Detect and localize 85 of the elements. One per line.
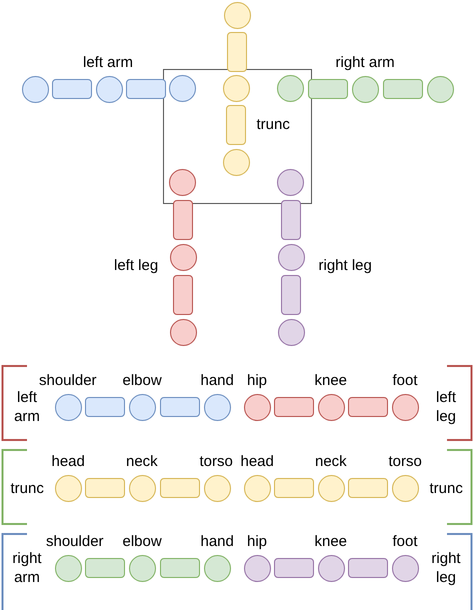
part-label: left leg	[434, 388, 458, 426]
joint-circle	[168, 74, 196, 102]
joint-circle	[278, 244, 304, 271]
joint-circle	[222, 148, 250, 176]
segment-bar	[173, 200, 193, 240]
joint-circle	[244, 394, 270, 420]
joint-circle	[96, 76, 122, 102]
part-label: torso	[200, 452, 233, 470]
part-label: knee	[314, 370, 348, 390]
joint-circle	[318, 474, 344, 502]
joint-circle	[318, 554, 344, 582]
segment-bar	[274, 558, 314, 578]
segment-bar	[308, 79, 348, 99]
joint-circle	[168, 168, 196, 196]
part-label: neck	[126, 452, 158, 470]
joint-circle	[54, 474, 82, 502]
part-label: shoulder	[46, 532, 104, 550]
joint-circle	[170, 244, 196, 271]
joint-circle	[54, 554, 82, 582]
part-label: neck	[315, 452, 347, 470]
joint-circle	[318, 394, 344, 420]
joint-circle	[276, 74, 304, 102]
segment-bar	[281, 200, 301, 240]
segment-bar	[85, 397, 126, 417]
joint-circle	[22, 76, 48, 102]
part-label: left leg	[114, 256, 158, 274]
joint-circle	[392, 394, 418, 420]
segment-bar	[281, 274, 301, 315]
joint-circle	[244, 474, 270, 502]
segment-bar	[85, 478, 126, 498]
part-label: right leg	[318, 256, 372, 274]
joint-circle	[204, 554, 230, 582]
joint-circle	[244, 554, 270, 582]
joint-circle	[392, 474, 418, 502]
part-label: hip	[247, 370, 268, 390]
joint-circle	[392, 554, 418, 582]
segment-bar	[160, 558, 200, 578]
joint-circle	[204, 474, 230, 502]
part-label: right arm	[336, 52, 395, 72]
joint-circle	[170, 318, 196, 346]
segment-bar	[226, 105, 246, 145]
part-label: hip	[247, 532, 268, 550]
segment-bar	[52, 79, 92, 99]
part-label: head	[240, 452, 274, 470]
joint-circle	[224, 2, 250, 28]
part-label: foot	[392, 532, 418, 550]
segment-bar	[348, 478, 388, 498]
part-label: elbow	[122, 370, 162, 390]
joint-circle	[204, 394, 230, 420]
joint-circle	[129, 554, 156, 582]
part-label: torso	[388, 452, 422, 470]
joint-circle	[278, 318, 304, 346]
segment-bar	[382, 79, 423, 99]
part-label: elbow	[122, 532, 162, 550]
part-label: left arm	[13, 388, 41, 426]
body-frame	[162, 68, 312, 204]
part-label: trunc	[256, 114, 290, 134]
part-label: trunc	[430, 478, 463, 498]
joint-circle	[426, 76, 454, 102]
joint-circle	[129, 394, 156, 420]
part-label: left arm	[83, 52, 134, 72]
part-label: knee	[314, 532, 348, 550]
part-label: right leg	[430, 549, 462, 587]
segment-bar	[85, 558, 126, 578]
part-label: shoulder	[39, 370, 97, 390]
joint-circle	[352, 76, 379, 102]
part-label: hand	[200, 370, 234, 390]
segment-bar	[227, 32, 247, 72]
part-label: foot	[392, 370, 418, 390]
segment-bar	[173, 274, 193, 315]
joint-circle	[54, 394, 82, 420]
joint-circle	[222, 74, 250, 102]
joint-circle	[276, 168, 304, 196]
segment-bar	[348, 558, 388, 578]
segment-bar	[274, 478, 314, 498]
part-label: hand	[200, 532, 234, 550]
part-label: trunc	[10, 478, 44, 498]
part-label: head	[52, 452, 85, 470]
segment-bar	[160, 397, 200, 417]
segment-bar	[274, 397, 314, 417]
segment-bar	[160, 478, 200, 498]
part-label: right arm	[11, 549, 43, 587]
joint-circle	[129, 474, 156, 502]
segment-bar	[348, 397, 388, 417]
segment-bar	[126, 79, 166, 99]
